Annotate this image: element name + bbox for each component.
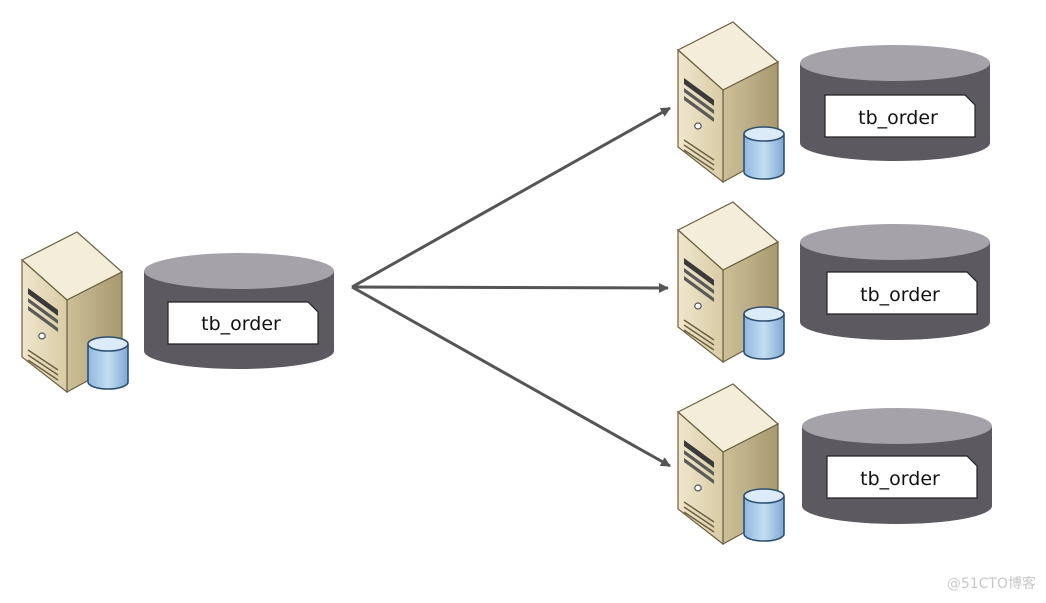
target-node-2: tb_order (677, 201, 990, 363)
arrow-to-top (351, 106, 671, 289)
target-2-table-label: tb_order (860, 284, 940, 306)
target-1-table-label: tb_order (858, 107, 938, 129)
replication-arrows (351, 106, 671, 468)
target-3-server-icon (677, 383, 785, 545)
arrow-to-middle (351, 282, 669, 293)
source-node: tb_order (21, 231, 334, 393)
source-table-label: tb_order (201, 313, 281, 335)
source-server-icon (21, 231, 129, 393)
target-node-1: tb_order (677, 21, 990, 183)
arrow-to-bottom (351, 285, 671, 468)
target-1-server-icon (677, 21, 785, 183)
target-3-table-label: tb_order (860, 468, 940, 490)
target-2-server-icon (677, 201, 785, 363)
watermark: @51CTO博客 (946, 576, 1036, 592)
target-node-3: tb_order (677, 383, 992, 545)
